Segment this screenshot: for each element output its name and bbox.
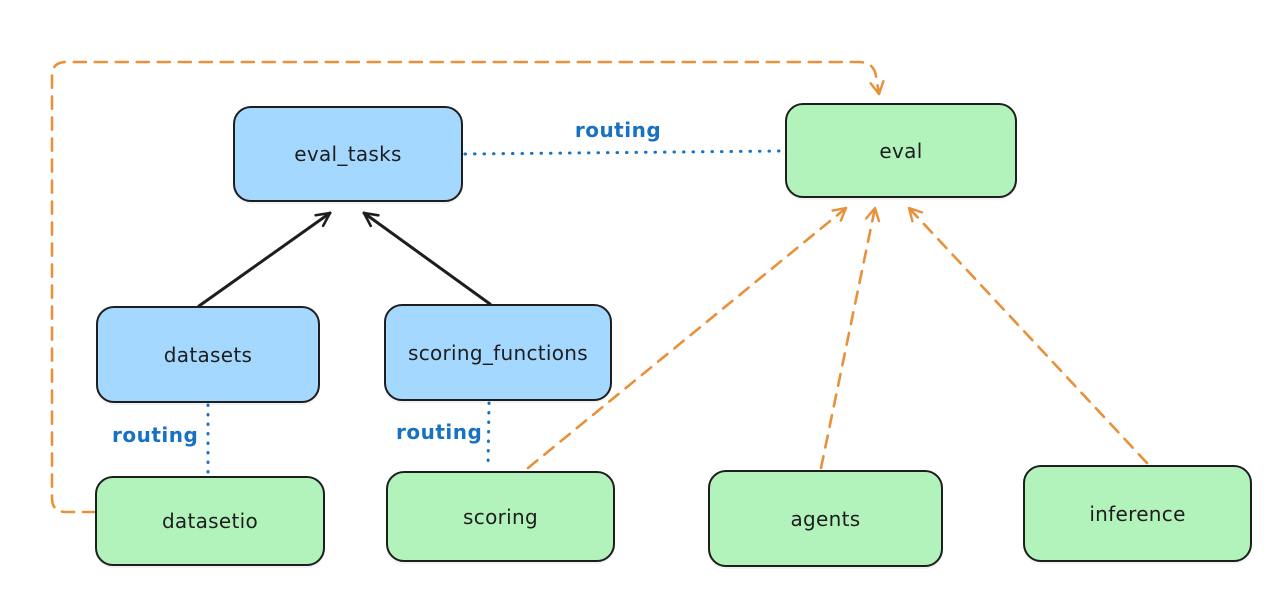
node-inference: inference: [1023, 465, 1252, 562]
node-agents-label: agents: [790, 506, 861, 531]
node-eval_tasks: eval_tasks: [233, 106, 463, 202]
node-eval: eval: [785, 103, 1017, 198]
edge-datasets-to-eval_tasks: [197, 211, 332, 308]
node-agents: agents: [708, 470, 943, 567]
edge-scoring_functions-to-scoring-routing: [486, 401, 491, 471]
node-datasets-label: datasets: [163, 342, 253, 367]
node-inference-label: inference: [1089, 501, 1186, 526]
node-scoring-label: scoring: [463, 504, 538, 529]
edge-eval_tasks-to-eval-routing: [463, 149, 785, 156]
node-datasetio: datasetio: [95, 476, 325, 566]
routing-label-datasets-datasetio: routing: [112, 423, 199, 447]
node-scoring_functions-label: scoring_functions: [407, 340, 589, 365]
routing-label-scoring_functions-scoring: routing: [396, 420, 483, 444]
node-scoring: scoring: [386, 471, 615, 562]
node-datasets: datasets: [96, 306, 320, 403]
routing-label-eval_tasks-eval: routing: [574, 118, 662, 142]
edge-inference-to-eval: [907, 206, 1149, 465]
node-datasetio-label: datasetio: [161, 509, 259, 533]
node-eval-label: eval: [879, 138, 923, 163]
node-scoring_functions: scoring_functions: [384, 304, 612, 401]
node-eval_tasks-label: eval_tasks: [294, 142, 402, 166]
edge-agents-to-eval: [819, 206, 881, 470]
edge-scoring_functions-to-eval_tasks: [362, 211, 492, 306]
